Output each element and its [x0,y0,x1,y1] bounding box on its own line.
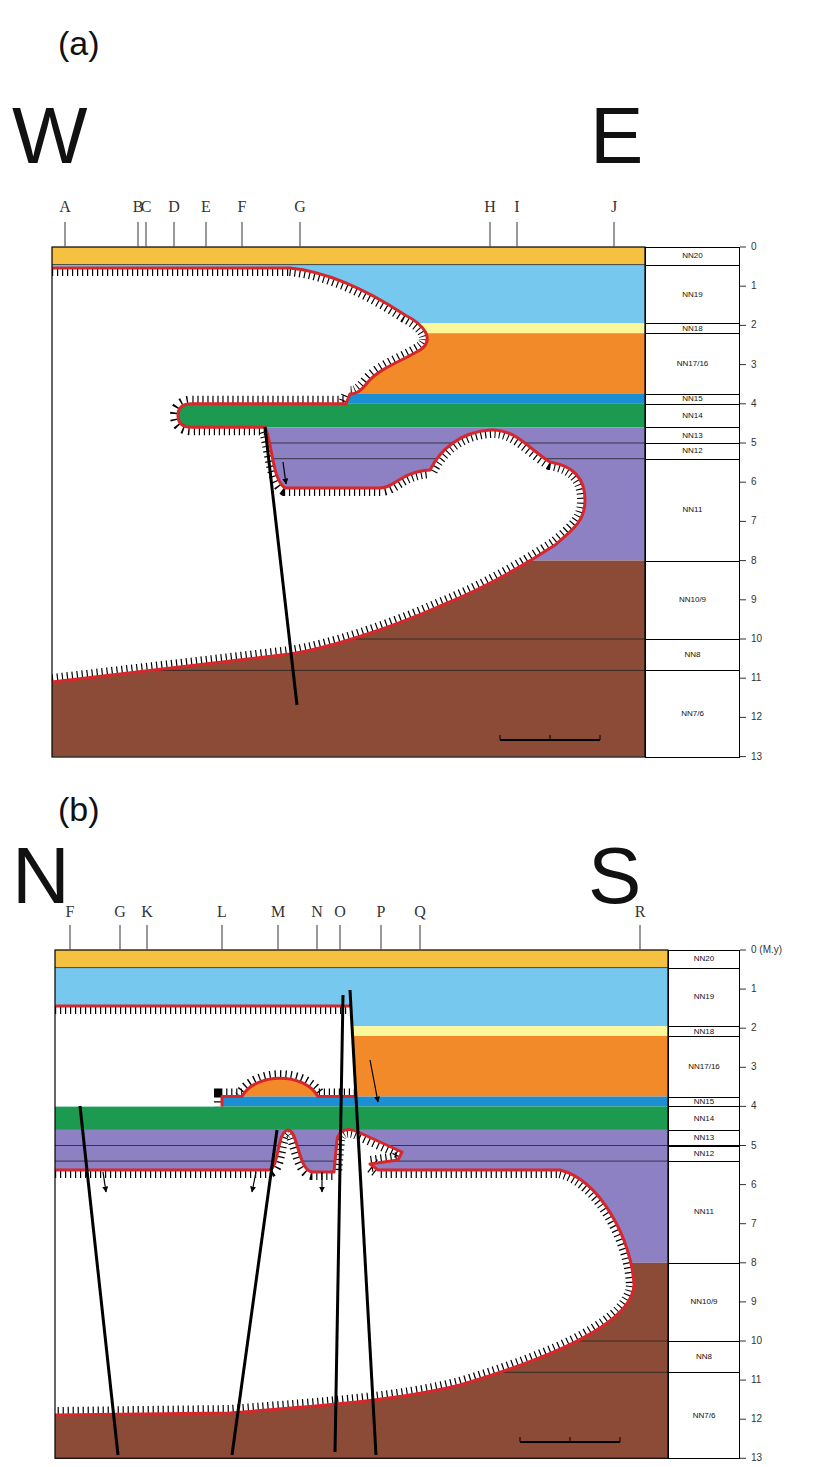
zone-name: NN8 [684,651,700,659]
zone-name: NN12 [694,1150,714,1158]
age-tick-label: 12 [751,1414,762,1424]
age-tick-label: 7 [751,1219,757,1229]
zone-name: NN20 [682,252,702,260]
compass-direction: W [12,96,88,176]
zone-name: NN8 [696,1353,712,1361]
well-name: P [377,904,386,920]
age-tick-label: 2 [751,1023,757,1033]
age-tick-label: 2 [751,320,757,330]
zone-cell: NN12 [668,1146,740,1163]
zone-name: NN17/16 [677,360,709,368]
zone-cell: NN10/9 [668,1263,740,1342]
age-tick-label: 0 [751,242,757,252]
compass-direction: E [590,96,643,176]
age-tick-label: 7 [751,516,757,526]
age-tick-label: 4 [751,1101,757,1111]
zone-name: NN18 [694,1028,714,1036]
well-name: K [141,904,153,920]
age-tick-label: 3 [751,1062,757,1072]
zone-cell: NN19 [645,265,740,325]
age-tick-label: 13 [751,752,762,762]
well-name: O [334,904,346,920]
zone-cell: NN12 [645,443,740,460]
zone-cell: NN17/16 [645,333,740,395]
zone-name: NN11 [683,506,703,514]
age-tick-label: 8 [751,1258,757,1268]
well-name: G [114,904,126,920]
zone-cell: NN14 [668,1106,740,1130]
zone-name: NN12 [682,447,702,455]
well-name: R [635,904,646,920]
zone-cell: NN13 [645,427,740,444]
zone-cell: NN8 [645,639,740,671]
well-name: C [141,199,152,215]
section-b [55,925,746,1458]
zone-name: NN17/16 [688,1063,720,1071]
well-name: Q [414,904,426,920]
section-a [52,222,746,757]
well-name: E [201,199,211,215]
zone-cell: NN11 [645,459,740,562]
age-tick-label: 12 [751,712,762,722]
well-name: L [217,904,227,920]
well-name: H [484,199,496,215]
zone-cell: NN17/16 [668,1036,740,1098]
zone-cell: NN19 [668,968,740,1028]
age-tick-label: 9 [751,1297,757,1307]
zone-name: NN13 [694,1134,714,1142]
zone-name: NN10/9 [679,596,706,604]
well-name: G [294,199,306,215]
zone-cell: NN8 [668,1341,740,1373]
age-tick-label: 5 [751,438,757,448]
zone-name: NN15 [682,395,702,403]
well-name: A [59,199,71,215]
compass-direction: N [12,836,70,916]
zone-cell: NN11 [668,1161,740,1264]
zone-name: NN14 [694,1115,714,1123]
zone-name: NN20 [694,955,714,963]
zone-name: NN14 [682,412,702,420]
well-name: F [238,199,247,215]
age-tick-label: 0 (M.y) [751,945,782,955]
zone-cell: NN10/9 [645,561,740,640]
age-tick-label: 13 [751,1453,762,1463]
compass-direction: S [588,836,641,916]
age-tick-label: 5 [751,1141,757,1151]
well-name: M [271,904,285,920]
age-tick-label: 8 [751,556,757,566]
well-name: F [66,904,75,920]
age-tick-label: 6 [751,477,757,487]
age-tick-label: 3 [751,360,757,370]
zone-name: NN11 [694,1208,714,1216]
well-name: I [514,199,519,215]
zone-cell: NN7/6 [668,1372,740,1459]
age-tick-label: 11 [751,673,761,683]
well-name: J [611,199,617,215]
zone-name: NN15 [694,1098,714,1106]
zone-cell: NN14 [645,404,740,429]
zone-cell: NN20 [668,950,740,969]
age-tick-label: 1 [751,984,757,994]
well-name: D [168,199,180,215]
well-name: N [311,904,323,920]
age-tick-label: 10 [751,1336,762,1346]
zone-name: NN19 [694,993,714,1001]
age-tick-label: 9 [751,595,757,605]
age-tick-label: 4 [751,399,757,409]
zone-cell: NN7/6 [645,670,740,757]
zone-name: NN18 [682,325,702,333]
zone-cell: NN20 [645,247,740,266]
zone-cell: NN13 [668,1130,740,1147]
zone-name: NN10/9 [690,1298,717,1306]
age-tick-label: 6 [751,1180,757,1190]
zone-name: NN7/6 [693,1412,716,1420]
age-tick-label: 11 [751,1375,761,1385]
zone-name: NN7/6 [681,710,704,718]
panel-letter: (b) [58,792,100,826]
panel-letter: (a) [58,26,100,60]
zone-name: NN13 [682,432,702,440]
zone-name: NN19 [682,291,702,299]
age-tick-label: 10 [751,634,762,644]
age-tick-label: 1 [751,281,757,291]
